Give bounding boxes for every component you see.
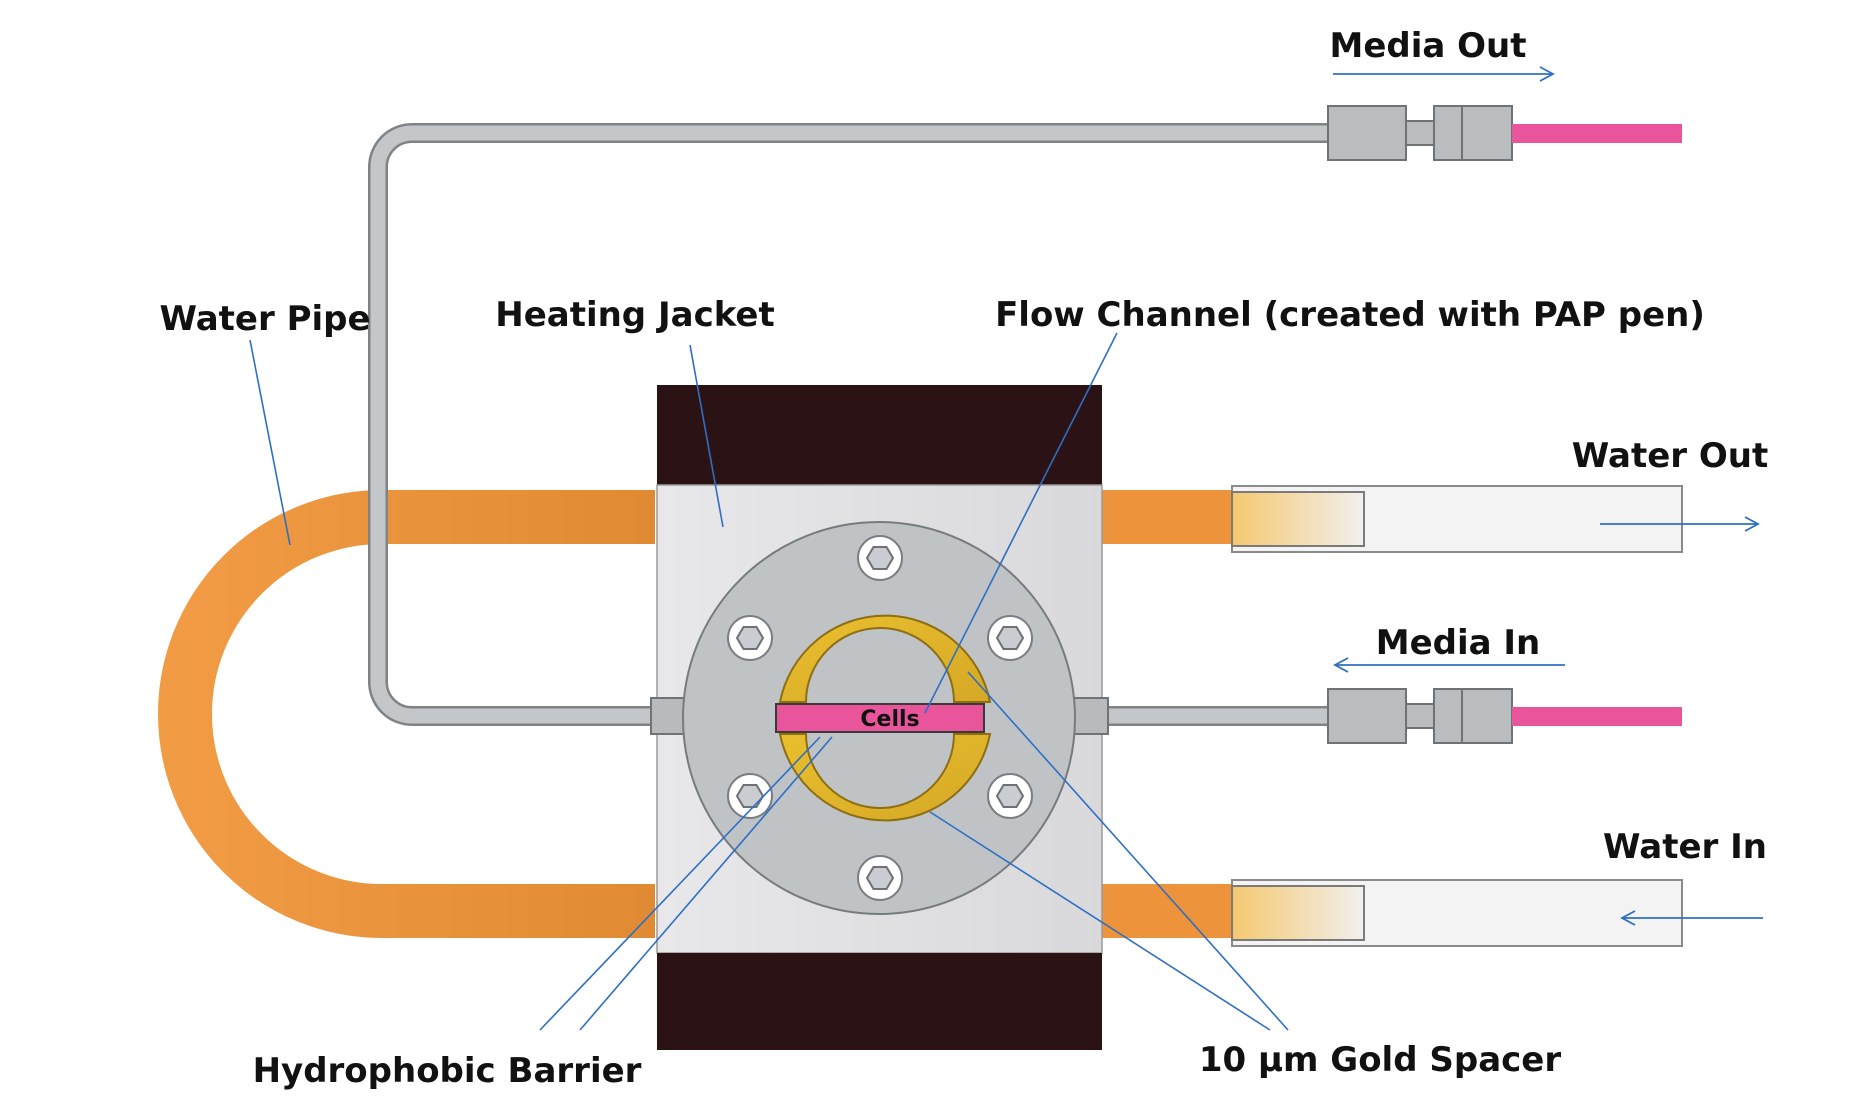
right-port	[1073, 697, 1109, 735]
heating-jacket-label: Heating Jacket	[495, 295, 775, 335]
water-out-label: Water Out	[1572, 436, 1769, 476]
bolt-lower-left	[727, 773, 773, 819]
water-pipe-label: Water Pipe	[159, 299, 370, 339]
media-in-connector	[1327, 688, 1682, 744]
media-in-label: Media In	[1376, 623, 1541, 663]
media-tube	[368, 123, 1330, 726]
water-out-sleeve	[1231, 485, 1683, 553]
bolt-bottom	[857, 855, 903, 901]
bolt-upper-right	[987, 615, 1033, 661]
cells-label: Cells	[860, 707, 919, 732]
water-in-label: Water In	[1603, 827, 1767, 867]
media-out-connector	[1327, 105, 1682, 161]
bolt-lower-right	[987, 773, 1033, 819]
media-out-label: Media Out	[1329, 26, 1526, 66]
arrow-media-out	[1333, 66, 1555, 82]
flow-channel-label: Flow Channel (created with PAP pen)	[995, 295, 1705, 335]
leader-lines	[249, 332, 1289, 1031]
left-port	[650, 697, 686, 735]
flow-channel	[775, 703, 985, 733]
hydrophobic-barrier-label: Hydrophobic Barrier	[253, 1051, 642, 1091]
bolt-upper-left	[727, 615, 773, 661]
bolt-top	[857, 535, 903, 581]
arrow-water-in	[1620, 910, 1763, 926]
gold-spacer	[778, 614, 992, 822]
water-in-sleeve	[1231, 879, 1683, 947]
arrow-water-out	[1600, 516, 1760, 532]
arrow-media-in	[1333, 657, 1565, 673]
gold-spacer-label: 10 µm Gold Spacer	[1199, 1040, 1562, 1080]
